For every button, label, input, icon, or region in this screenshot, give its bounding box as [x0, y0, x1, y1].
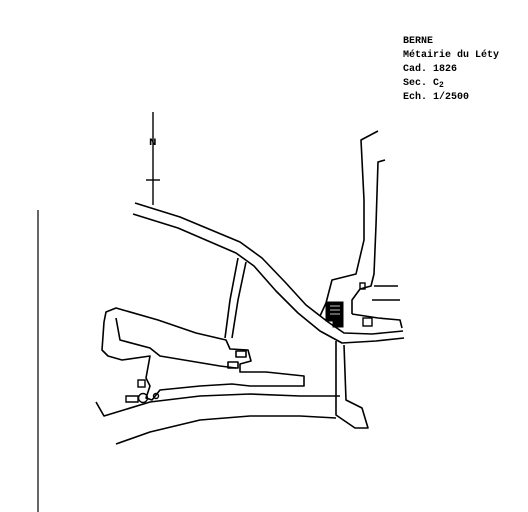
main-road: [132, 202, 405, 344]
legend-scale: Ech. 1/2500: [403, 91, 499, 105]
legend-commune: BERNE: [403, 36, 434, 47]
outbuilding-square: [362, 317, 373, 327]
small-structures: [125, 379, 160, 404]
north-track: [319, 130, 403, 329]
legend-cadastre: Cad. 1826: [403, 64, 458, 75]
lower-path: [95, 393, 340, 445]
legend-section: Sec. C2: [403, 77, 499, 91]
north-arrow-label: N: [149, 138, 157, 148]
legend-section-sub: 2: [439, 81, 444, 90]
field-track: [224, 257, 247, 339]
annex-low: [227, 361, 239, 369]
farm-buildings: [325, 282, 373, 328]
left-parcel-complex: [101, 307, 305, 401]
legend-scale-prefix: Ech.: [403, 92, 434, 103]
farmhouse-block: [325, 301, 344, 328]
legend-scale-value: 1/2500: [433, 92, 470, 103]
outbuilding-small: [359, 282, 366, 290]
north-arrow: N: [146, 112, 160, 205]
legend-section-prefix: Sec. C: [403, 78, 440, 89]
annex-small: [235, 350, 247, 358]
south-lane: [335, 341, 369, 429]
legend-locality: Métairie du Léty: [403, 50, 500, 61]
map-legend: BERNE Métairie du Léty Cad. 1826 Sec. C2…: [403, 35, 499, 105]
